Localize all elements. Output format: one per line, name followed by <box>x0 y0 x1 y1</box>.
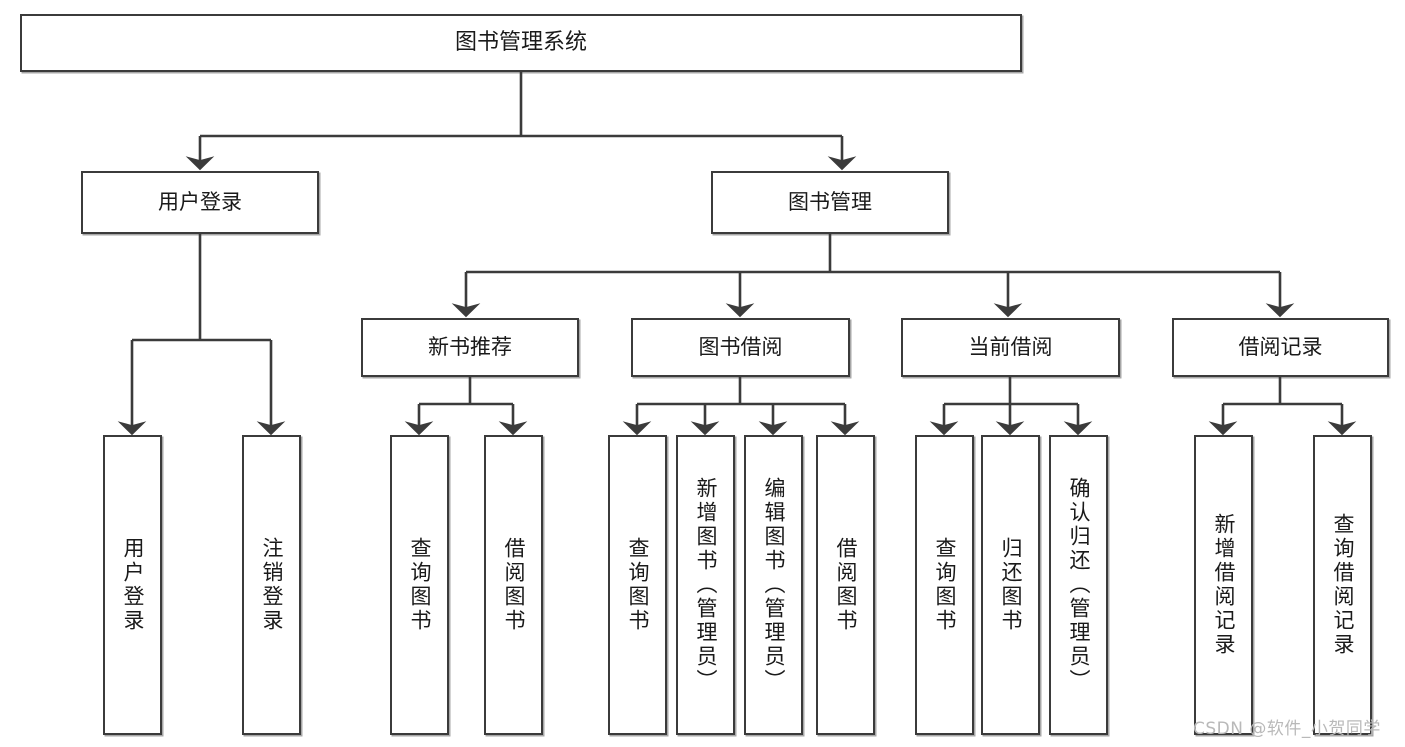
leaf-borrow-book-1-label: 借阅图书 <box>502 537 526 633</box>
node-root-system-label: 图书管理系统 <box>454 30 587 56</box>
node-borrow-record[interactable]: 借阅记录 <box>1172 318 1389 377</box>
leaf-add-borrow-record[interactable]: 新增借阅记录 <box>1194 435 1253 735</box>
node-user-login-label: 用户登录 <box>158 190 242 215</box>
leaf-borrow-book-2[interactable]: 借阅图书 <box>816 435 875 735</box>
connector-user-login-to-leaves <box>117 234 286 436</box>
leaf-borrow-book-1[interactable]: 借阅图书 <box>484 435 543 735</box>
leaf-logout-login[interactable]: 注销登录 <box>242 435 301 735</box>
leaf-confirm-return-label: 确认归还（管理员） <box>1067 477 1091 693</box>
leaf-query-book-1-label: 查询图书 <box>408 537 432 633</box>
leaf-edit-book[interactable]: 编辑图书（管理员） <box>744 435 803 735</box>
leaf-query-book-2-label: 查询图书 <box>626 537 650 633</box>
node-book-borrow[interactable]: 图书借阅 <box>631 318 850 377</box>
leaf-query-borrow-record-label: 查询借阅记录 <box>1331 513 1355 657</box>
leaf-query-borrow-record[interactable]: 查询借阅记录 <box>1313 435 1372 735</box>
node-current-borrow[interactable]: 当前借阅 <box>901 318 1120 377</box>
leaf-confirm-return[interactable]: 确认归还（管理员） <box>1049 435 1108 735</box>
connector-new-book-recommend-to-leaves <box>404 377 528 436</box>
leaf-add-book-label: 新增图书（管理员） <box>694 477 718 693</box>
node-book-management[interactable]: 图书管理 <box>711 171 949 234</box>
node-user-login[interactable]: 用户登录 <box>81 171 319 234</box>
leaf-user-login[interactable]: 用户登录 <box>103 435 162 735</box>
leaf-query-book-2[interactable]: 查询图书 <box>608 435 667 735</box>
leaf-user-login-label: 用户登录 <box>121 537 145 633</box>
connector-borrow-record-to-leaves <box>1208 377 1357 436</box>
node-book-management-label: 图书管理 <box>788 190 872 215</box>
leaf-logout-login-label: 注销登录 <box>260 537 284 633</box>
leaf-query-book-3-label: 查询图书 <box>933 537 957 633</box>
node-new-book-recommend-label: 新书推荐 <box>428 335 512 360</box>
node-root-system[interactable]: 图书管理系统 <box>20 14 1022 72</box>
connector-book-borrow-to-leaves <box>622 377 860 436</box>
leaf-query-book-3[interactable]: 查询图书 <box>915 435 974 735</box>
connector-root-to-level2 <box>185 72 857 171</box>
node-new-book-recommend[interactable]: 新书推荐 <box>361 318 579 377</box>
leaf-query-book-1[interactable]: 查询图书 <box>390 435 449 735</box>
node-book-borrow-label: 图书借阅 <box>698 335 783 360</box>
csdn-watermark: CSDN @软件_小贺同学 <box>1193 719 1381 739</box>
leaf-add-book[interactable]: 新增图书（管理员） <box>676 435 735 735</box>
leaf-edit-book-label: 编辑图书（管理员） <box>762 477 786 693</box>
leaf-borrow-book-2-label: 借阅图书 <box>834 537 858 633</box>
leaf-return-book[interactable]: 归还图书 <box>981 435 1040 735</box>
leaf-add-borrow-record-label: 新增借阅记录 <box>1212 513 1236 657</box>
connector-book-management-to-level3 <box>451 234 1295 318</box>
leaf-return-book-label: 归还图书 <box>999 537 1023 633</box>
node-borrow-record-label: 借阅记录 <box>1238 335 1323 360</box>
node-current-borrow-label: 当前借阅 <box>968 335 1053 360</box>
connector-current-borrow-to-leaves <box>929 377 1093 436</box>
